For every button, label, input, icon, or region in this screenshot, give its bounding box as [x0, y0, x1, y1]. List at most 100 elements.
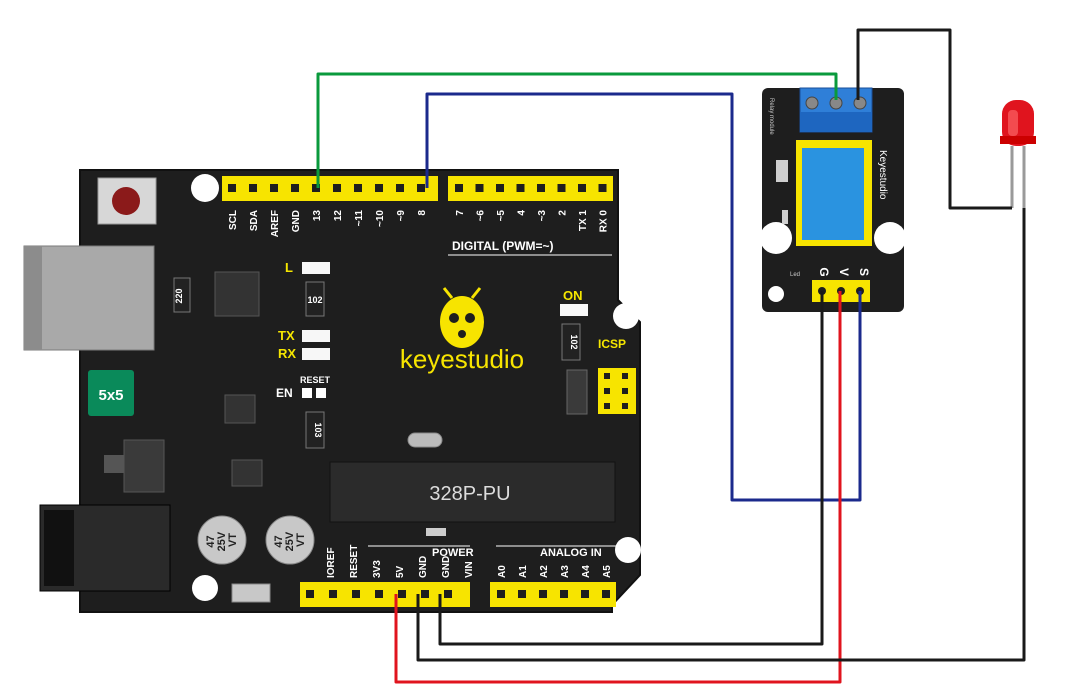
header-pin: [537, 184, 545, 192]
header-pin: [444, 590, 452, 598]
small-chip: [231, 459, 263, 487]
pin-label: A2: [539, 565, 550, 578]
pin-label: AREF: [270, 210, 281, 237]
pin-label: 5V: [395, 565, 406, 578]
red-led: [1000, 100, 1036, 208]
header-pin: [306, 590, 314, 598]
header-pin: [421, 590, 429, 598]
mounting-hole: [192, 575, 218, 601]
capacitor-2: 47 25V VT: [265, 515, 315, 565]
header-pin: [398, 590, 406, 598]
pin-label: ~11: [354, 210, 365, 227]
component: [231, 583, 271, 603]
relay-module: Keyestudio Relay module Led G V S: [760, 87, 906, 312]
pin-label: A5: [602, 565, 613, 578]
pin-label: ~3: [537, 210, 548, 222]
pin-label: 8: [417, 210, 428, 216]
black-wire-led: [856, 28, 1012, 210]
pin-label: ~10: [375, 210, 386, 227]
header-pin: [354, 184, 362, 192]
header-pin: [581, 590, 589, 598]
relay-brand: Keyestudio: [877, 150, 888, 200]
reset-button: [97, 177, 157, 225]
svg-text:47 25V VT: 47 25V VT: [205, 529, 239, 552]
usb-chip: [214, 271, 260, 317]
header-pin: [560, 590, 568, 598]
voltage-regulator: [104, 439, 165, 493]
header-pin: [539, 590, 547, 598]
icsp-header: ICSP: [598, 337, 636, 414]
green-wire: [316, 72, 838, 188]
resistor-220: 220: [173, 277, 191, 313]
usb-connector: [23, 245, 155, 351]
blue-wire: [425, 92, 862, 502]
header-pin: [375, 590, 383, 598]
pin-label: 2: [558, 210, 569, 216]
keyestudio-logo: keyestudio: [400, 287, 524, 374]
pin-label: 12: [333, 210, 344, 222]
resistor-102-b-label: 102: [569, 334, 579, 349]
header-pin: [270, 184, 278, 192]
header-pin: [417, 184, 425, 192]
black-wire-gnd: [416, 208, 1026, 662]
pin-label: ~9: [396, 210, 407, 222]
header-pin: [557, 184, 566, 192]
led-rx-label: RX: [278, 346, 296, 361]
resistor-220-label: 220: [174, 288, 184, 303]
icsp-label: ICSP: [598, 337, 626, 351]
header-pin: [333, 184, 341, 192]
header-pin: [602, 590, 610, 598]
header-pin: [475, 184, 484, 192]
pin-label: TX 1: [578, 210, 589, 232]
pin-label: ~6: [476, 210, 487, 222]
cap1-voltage: 25V: [216, 531, 228, 551]
header-pin: [578, 184, 586, 192]
mounting-hole: [615, 537, 641, 563]
header-pin: [497, 590, 505, 598]
led-on-label: ON: [563, 288, 583, 303]
cap1-type: VT: [227, 533, 239, 547]
pin-label: GND: [441, 556, 452, 578]
header-pin: [291, 184, 299, 192]
resistor-102-a-label: 102: [307, 295, 322, 305]
relay-pin-s-label: S: [857, 268, 871, 276]
digital-header-right: [448, 176, 613, 201]
pin-label: VIN: [464, 561, 475, 578]
header-pin: [329, 590, 337, 598]
capacitor-1: 47 25V VT: [197, 515, 247, 565]
resistor-103-label: 103: [313, 422, 323, 437]
pin-label: SCL: [228, 210, 239, 230]
header-pin: [518, 590, 526, 598]
component: [426, 528, 446, 536]
pin-label: RX 0: [599, 210, 610, 233]
digital-label: DIGITAL (PWM=~): [452, 239, 554, 253]
pin-label: ~5: [496, 210, 507, 222]
en-reset-pads: EN RESET: [276, 375, 331, 400]
component: [566, 369, 588, 415]
header-pin: [516, 184, 525, 192]
resistor-102-a: 102: [305, 281, 325, 317]
mounting-hole: [191, 174, 219, 202]
crystal: [407, 432, 443, 448]
led-l: L: [285, 260, 330, 275]
pin-label: A0: [497, 565, 508, 578]
diode: [776, 160, 788, 182]
header-pin: [375, 184, 383, 192]
header-pin: [249, 184, 257, 192]
pin-label: 7: [455, 210, 466, 216]
header-pin: [455, 184, 463, 192]
fuse: 5x5: [88, 370, 134, 416]
red-wire-5v: [394, 291, 842, 684]
header-pin: [352, 590, 360, 598]
reset-label: RESET: [300, 375, 331, 385]
pin-label: A4: [581, 565, 592, 578]
header-pin: [598, 184, 607, 192]
pin-label: RESET: [349, 545, 360, 578]
resistor-103: 103: [305, 411, 325, 449]
relay-pin-g-label: G: [817, 267, 831, 276]
